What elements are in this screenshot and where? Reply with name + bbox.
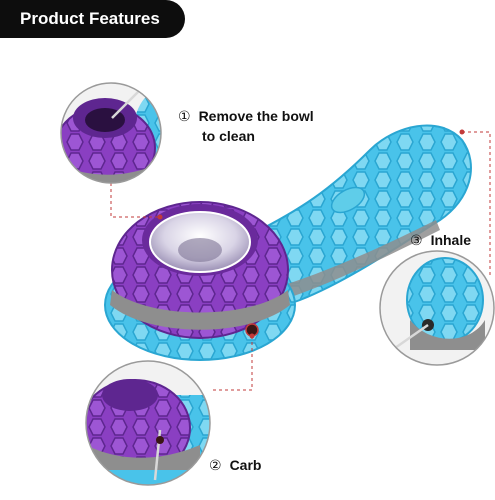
feature-text-2: Carb — [229, 457, 262, 473]
pipe-stem — [248, 124, 472, 305]
feature-label-carb: ② Carb — [209, 455, 261, 475]
feature-text-3: Inhale — [430, 232, 472, 248]
leader-lines — [110, 131, 491, 391]
feature-label-inhale: ③ Inhale — [410, 230, 471, 250]
feature-label-remove-bowl: ① Remove the bowl to clean — [178, 106, 314, 146]
zoom-bowl-icon — [60, 82, 162, 184]
feature-number-3: ③ — [410, 232, 423, 248]
feature-text-1: Remove the bowl — [198, 108, 314, 124]
banner-title: Product Features — [20, 9, 160, 28]
product-features-banner: Product Features — [0, 0, 185, 38]
feature-number-1: ① — [178, 108, 191, 124]
feature-text-1-line2: to clean — [202, 128, 255, 144]
feature-number-2: ② — [209, 457, 222, 473]
pipe-bowl — [104, 201, 296, 361]
zoom-mouthpiece-icon — [379, 250, 495, 366]
zoom-carb-icon — [85, 360, 211, 486]
